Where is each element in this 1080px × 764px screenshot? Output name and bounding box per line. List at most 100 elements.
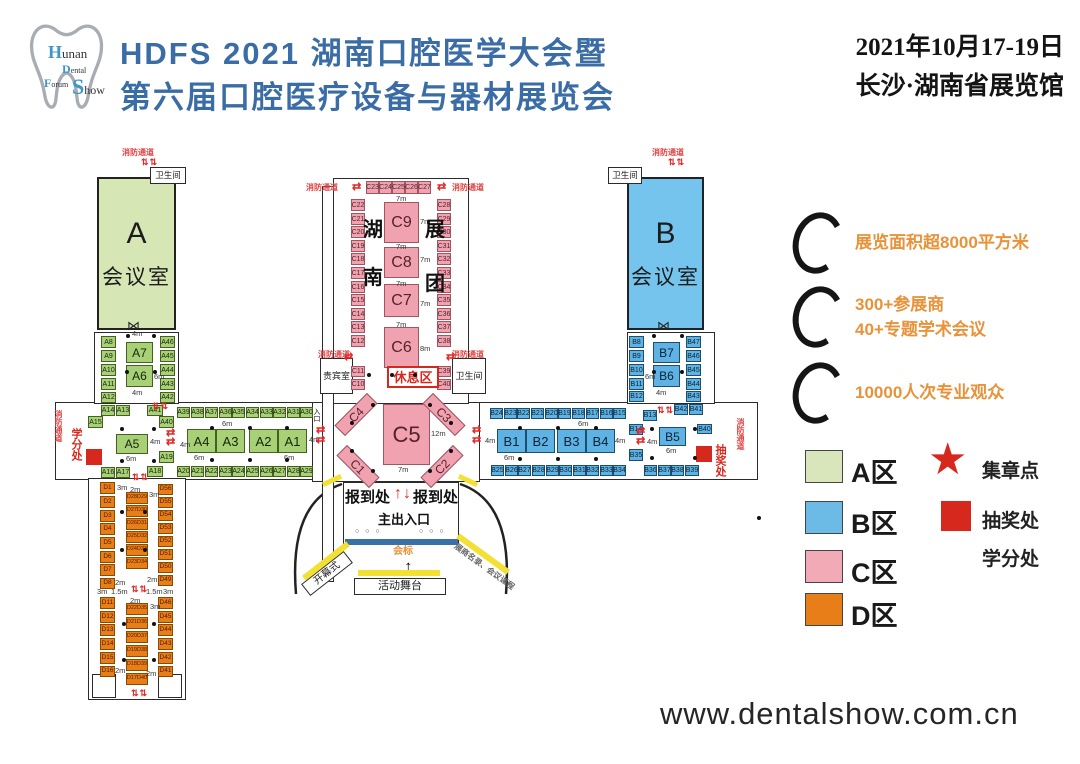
booth-C22: C22	[351, 199, 365, 211]
pillar-dot	[125, 370, 129, 374]
legend-zone-b-label: B区	[851, 509, 898, 539]
booth-C20: C20	[351, 226, 365, 238]
booth-B30: B30	[559, 465, 572, 476]
stat-visitors-text: 10000人次专业观众	[855, 383, 1005, 403]
wall	[343, 482, 459, 544]
pillar-dot	[693, 456, 697, 460]
booth-B23: B23	[504, 408, 517, 419]
booth-B22: B22	[517, 408, 530, 419]
booth-A22: A22	[205, 466, 218, 477]
booth-A38: A38	[191, 407, 204, 418]
dimension-label: 3m	[163, 587, 174, 596]
dimension-label: 2m	[130, 596, 141, 605]
booth-C11: C11	[351, 366, 365, 377]
dimension-label: 6m	[194, 453, 205, 462]
booth-B10: B10	[629, 364, 644, 376]
booth-D6: D6	[100, 551, 115, 563]
dimension-label: 6m	[666, 446, 677, 455]
booth-B29: B29	[546, 465, 559, 476]
booth-C36: C36	[437, 308, 451, 320]
dimension-label: 4m	[485, 436, 496, 445]
dimension-label: 7m	[396, 194, 407, 203]
booth-A30: A30	[300, 407, 313, 418]
pillar-dot	[449, 449, 453, 453]
booth-A34: A34	[246, 407, 259, 418]
stat-area-text: 展览面积超8000平方米	[855, 233, 1029, 253]
booth-C28: C28	[437, 199, 451, 211]
booth-A5: A5	[116, 434, 148, 454]
booth-B25: B25	[491, 465, 504, 476]
booth-D44: D44	[158, 624, 173, 636]
booth-A45: A45	[160, 350, 175, 362]
pillar-dot	[350, 421, 354, 425]
pillar-dot	[449, 421, 453, 425]
booth-A37: A37	[205, 407, 218, 418]
direction-arrow: ⇅⇅	[657, 405, 675, 415]
booth-B2: B2	[526, 429, 555, 453]
restroom-c: 卫生间	[452, 358, 486, 394]
booth-A18: A18	[147, 466, 163, 477]
booth-C10: C10	[351, 379, 365, 390]
dimension-label: 2m	[147, 575, 158, 584]
pillar-dot	[152, 459, 156, 463]
fire-route-label: 消防通道	[122, 148, 154, 157]
booth-C15: C15	[351, 294, 365, 306]
booth-D16: D16	[100, 666, 115, 677]
restroom-b: 卫生间	[608, 167, 642, 184]
booth-A36: A36	[219, 407, 232, 418]
booth-A41: A41	[147, 405, 163, 416]
pillar-dot	[428, 469, 432, 473]
booth-C16: C16	[351, 281, 365, 293]
stat-visitors: 10000人次专业观众	[786, 356, 1005, 430]
booth-A2: A2	[249, 429, 278, 453]
booth-A21: A21	[191, 466, 204, 477]
booth-B18: B18	[572, 408, 585, 419]
restroom-a: 卫生间	[150, 167, 186, 184]
dimension-label: 3m	[149, 490, 160, 499]
lottery-square	[696, 446, 712, 462]
booth-B17: B17	[586, 408, 599, 419]
dimension-label: 6m	[284, 453, 295, 462]
booth-D49: D49	[158, 575, 173, 586]
booth-C19: C19	[351, 240, 365, 252]
dimension-label: 2m	[130, 485, 141, 494]
pillar-dot	[120, 427, 124, 431]
booth-B44: B44	[686, 378, 701, 390]
direction-arrow: ⇄	[636, 435, 646, 447]
booth-A12: A12	[101, 392, 116, 403]
booth-A23: A23	[219, 466, 232, 477]
booth-B38: B38	[671, 465, 684, 476]
room-b-letter: B	[655, 216, 676, 250]
direction-arrow: ⇅⇅	[132, 472, 150, 482]
arc-icon	[786, 206, 850, 280]
booth-A19: A19	[159, 451, 174, 463]
booth-B41: B41	[689, 404, 703, 415]
door-marks: ○ ○ ○	[419, 528, 446, 535]
booth-D17D40: D17D40	[126, 673, 148, 685]
booth-C7: C7	[384, 284, 419, 317]
dimension-label: 12m	[431, 429, 446, 438]
conference-room-b: B 会议室	[627, 177, 704, 330]
direction-arrow: ⇄	[446, 351, 456, 363]
station-label: 学分处	[70, 428, 82, 461]
hall-label-nan: 南	[363, 267, 383, 289]
fire-route-label: 消防通道	[452, 350, 484, 359]
booth-D5: D5	[100, 537, 115, 549]
booth-A29: A29	[300, 466, 313, 477]
legend-credit-label: 学分处	[982, 549, 1040, 570]
dimension-label: 6m	[578, 419, 589, 428]
pillar-dot	[594, 457, 598, 461]
booth-D14: D14	[100, 638, 115, 650]
booth-B5: B5	[659, 427, 686, 446]
pillar-dot	[210, 458, 214, 462]
booth-C38: C38	[437, 335, 451, 347]
stamp-star-icon: ★	[928, 435, 968, 484]
booth-A7: A7	[126, 342, 153, 363]
pillar-dot	[367, 373, 371, 377]
booth-D19D38: D19D38	[126, 645, 148, 657]
pillar-dot	[693, 427, 697, 431]
dimension-label: 7m	[396, 242, 407, 251]
booth-C39: C39	[437, 366, 451, 377]
legend-zone-a-label: A区	[851, 458, 898, 488]
dimension-label: 4m	[132, 329, 143, 338]
